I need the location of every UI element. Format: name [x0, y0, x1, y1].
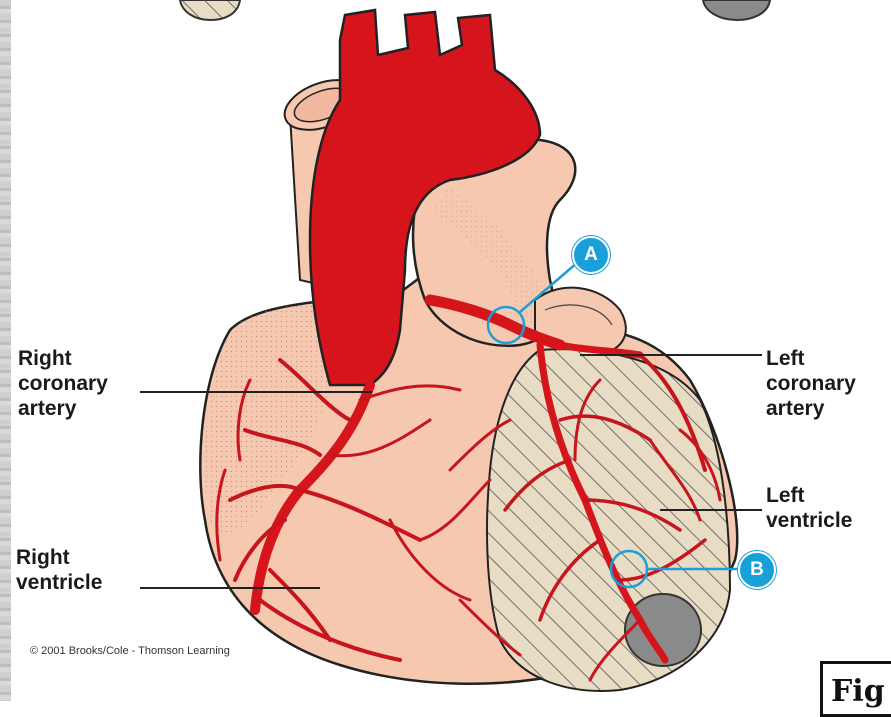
legend-swatch-ischemic: [180, 0, 240, 20]
callout-b-badge: B: [738, 551, 776, 589]
figure-label-box: Fig: [820, 661, 891, 717]
figure-label: Fig: [831, 674, 885, 709]
heart-diagram: [0, 0, 891, 701]
label-left-coronary-artery: Left coronary artery: [766, 346, 856, 421]
label-right-coronary-artery: Right coronary artery: [18, 346, 108, 421]
copyright-notice: © 2001 Brooks/Cole - Thomson Learning: [30, 645, 230, 657]
legend-swatch-infarct: [703, 0, 770, 20]
label-left-ventricle: Left ventricle: [766, 483, 852, 533]
callout-a-badge: A: [572, 236, 610, 274]
label-right-ventricle: Right ventricle: [16, 545, 102, 595]
